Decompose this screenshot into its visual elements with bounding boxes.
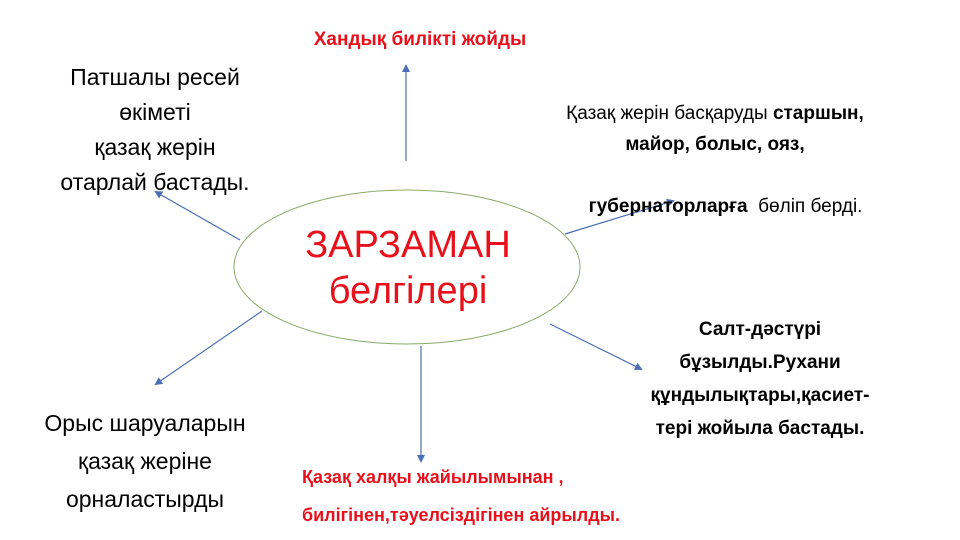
node-top-right-bold: губернаторларға (588, 196, 748, 217)
node-top-left-line: отарлай бастады. (60, 169, 250, 195)
node-bottom-line: Қазақ халқы жайылымынан , (302, 467, 564, 487)
node-top-text: Хандық билікті жойды (313, 29, 527, 50)
node-bottom-left-line: қазақ жеріне (78, 448, 212, 474)
node-bottom-left-line: орналастырды (65, 486, 225, 512)
center-title: ЗАРЗАМАН белгілері (258, 222, 558, 314)
node-top-left-line: қазақ жерін (94, 134, 216, 160)
node-top: Хандық билікті жойды (260, 27, 580, 53)
node-top-left-line: Патшалы ресей (70, 64, 240, 90)
node-bottom-right-line: бұзылды.Рухани (679, 352, 841, 373)
node-top-right-line2: майор, болыс, ояз, (625, 134, 805, 155)
arrow-top-right (564, 198, 675, 235)
arrow-top-left (154, 191, 241, 241)
node-bottom-right: Салт-дәстүрі бұзылды.Рухани құндылықтары… (600, 313, 920, 445)
node-top-right-text: бөліп берді. (747, 196, 863, 217)
node-bottom-left: Орыс шаруаларын қазақ жеріне орналастырд… (5, 404, 285, 518)
node-bottom: Қазақ халқы жайылымынан , билігінен,тәуе… (302, 458, 762, 534)
node-top-left-line: өкіметі (119, 99, 191, 125)
arrow-bottom-left (154, 310, 263, 386)
node-top-right-text: Қазақ жерін басқаруды (566, 103, 773, 124)
node-bottom-right-line: құндылықтары,қасиет- (650, 385, 870, 406)
node-bottom-left-line: Орыс шаруаларын (44, 410, 246, 436)
node-top-right-line3: губернаторларға бөліп берді. (500, 160, 930, 253)
center-title-line1: ЗАРЗАМАН (305, 224, 511, 266)
node-top-left: Патшалы ресей өкіметі қазақ жерін отарла… (20, 60, 290, 200)
node-top-right-bold: старшын, (772, 103, 864, 124)
node-bottom-line: билігінен,тәуелсіздігінен айрылды. (302, 505, 620, 525)
arrow-bottom-right (549, 323, 643, 370)
node-bottom-right-line: тері жойыла бастады. (655, 418, 865, 439)
node-bottom-right-line: Салт-дәстүрі (698, 319, 822, 340)
node-top-right: Қазақ жерін басқаруды старшын, майор, бо… (500, 98, 930, 253)
center-title-line2: белгілері (328, 270, 488, 312)
node-top-right-line1: Қазақ жерін басқаруды старшын, (500, 98, 930, 129)
center-ellipse (233, 189, 581, 345)
